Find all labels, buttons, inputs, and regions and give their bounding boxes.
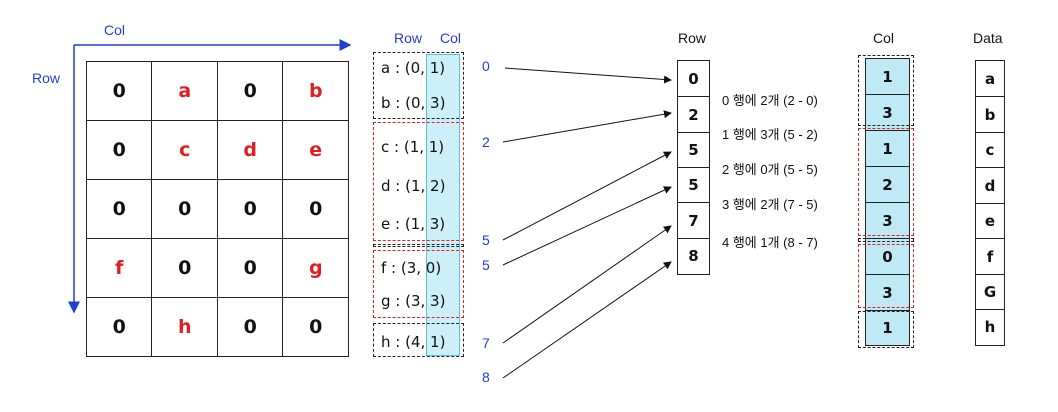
- col-array-cell: 2: [866, 167, 909, 203]
- coord-row-header: Row: [394, 30, 423, 46]
- matrix-cell: 0: [216, 179, 284, 239]
- row-2-group: [373, 244, 464, 247]
- data-array-cell: h: [984, 318, 996, 336]
- row-array-cell: 7: [678, 203, 709, 239]
- row-array-cell: 8: [688, 247, 699, 265]
- matrix-cell: d: [216, 120, 284, 180]
- matrix-cell: b: [282, 61, 349, 121]
- pointer-arrow-0: [504, 67, 672, 84]
- coord-item: g : (3, 3): [381, 292, 446, 310]
- pointer-index: 5: [482, 257, 490, 273]
- data-array-cell: f: [976, 239, 1004, 275]
- matrix-row: f 0 0 g: [85, 238, 349, 298]
- data-array-cell: a: [976, 61, 1004, 97]
- coord-item: h : (4, 1): [381, 333, 446, 351]
- coord-col-header: Col: [440, 30, 462, 46]
- pointer-index: 5: [482, 232, 490, 248]
- pointer-arrow-5: [502, 261, 672, 379]
- row-note: 1 행에 3개 (5 - 2): [722, 127, 818, 142]
- row-0-group: [373, 52, 464, 119]
- col-array-cell: 1: [866, 59, 909, 95]
- row-3-group: [373, 250, 464, 318]
- col-highlight: [426, 54, 460, 356]
- matrix-cell: e: [282, 120, 349, 180]
- row-1-group: [373, 122, 464, 241]
- data-array-cell: c: [976, 133, 1004, 168]
- data-array-header: Data: [973, 30, 1003, 46]
- pointer-arrow-3: [502, 186, 672, 266]
- matrix-row: 0 h 0 0: [85, 297, 349, 357]
- matrix-cell: c: [151, 120, 218, 180]
- sparse-matrix: 0 a 0 b 0 c d e 0 0 0 0 f 0 0 g 0 h 0 0: [85, 61, 349, 357]
- pointer-arrow-4: [502, 225, 672, 344]
- data-array-cell: b: [976, 97, 1004, 133]
- row-4-group: [373, 323, 464, 357]
- row-note: 3 행에 2개 (7 - 5): [722, 197, 818, 212]
- matrix-cell: 0: [85, 120, 153, 180]
- matrix-cell: 0: [151, 238, 218, 298]
- col-array-cell: 1: [866, 131, 909, 167]
- matrix-cell: 0: [85, 61, 153, 121]
- matrix-cell: 0: [85, 179, 153, 239]
- col-array-cell: 3: [866, 275, 909, 311]
- coord-item: e : (1, 3): [381, 215, 446, 233]
- pointer-index: 7: [482, 335, 490, 351]
- col-array-header: Col: [873, 30, 895, 46]
- data-array-cell: d: [976, 168, 1004, 204]
- matrix-cell: 0: [216, 238, 284, 298]
- coord-item: d : (1, 2): [381, 177, 446, 195]
- data-array-cell: G: [976, 275, 1004, 310]
- row-array-header: Row: [678, 30, 707, 46]
- matrix-cell: 0: [216, 61, 284, 121]
- row-array-cell: 5: [678, 133, 709, 168]
- row-array-cell: 5: [678, 168, 709, 203]
- matrix-cell: g: [282, 238, 349, 298]
- matrix-row: 0 c d e: [85, 120, 349, 180]
- data-array: a b c d e f G h: [975, 60, 1005, 346]
- matrix-cell: 0: [151, 179, 218, 239]
- row-array-cell: 2: [678, 97, 709, 133]
- pointer-arrow-1: [502, 110, 672, 143]
- matrix-row: 0 0 0 0: [85, 179, 349, 239]
- pointer-index: 2: [482, 134, 490, 150]
- row-axis-label: Row: [32, 70, 61, 86]
- row-note: 0 행에 2개 (2 - 0): [722, 93, 818, 108]
- col-row-4-group: [858, 311, 914, 348]
- col-axis-label: Col: [104, 22, 126, 38]
- pointer-index: 0: [482, 58, 490, 74]
- matrix-cell: h: [151, 297, 218, 357]
- col-row-3-group: [858, 244, 914, 308]
- data-array-cell: e: [976, 204, 1004, 239]
- matrix-cell: 0: [216, 297, 284, 357]
- coord-item: f : (3, 0): [381, 259, 442, 277]
- pointer-arrow-2: [502, 151, 672, 241]
- row-array: 0 2 5 5 7 8: [677, 60, 710, 275]
- row-array-cell: 0: [678, 61, 709, 97]
- matrix-cell: 0: [282, 179, 349, 239]
- matrix-cell: a: [151, 61, 218, 121]
- coord-item: b : (0, 3): [381, 94, 446, 112]
- matrix-cell: 0: [85, 297, 153, 357]
- matrix-cell: 0: [282, 297, 349, 357]
- col-array-cell: 0: [866, 239, 909, 275]
- coord-item: c : (1, 1): [381, 138, 445, 156]
- col-array: 1 3 1 2 3 0 3 1: [865, 58, 910, 346]
- coord-item: a : (0, 1): [381, 59, 446, 77]
- col-row-2-group: [858, 238, 914, 242]
- row-note: 4 행에 1개 (8 - 7): [722, 235, 818, 250]
- col-row-1-group: [858, 128, 914, 236]
- col-array-cell: 3: [866, 95, 909, 131]
- col-row-0-group: [858, 55, 914, 126]
- col-array-cell: 1: [882, 319, 893, 337]
- matrix-row: 0 a 0 b: [85, 61, 349, 121]
- row-note: 2 행에 0개 (5 - 5): [722, 162, 818, 177]
- pointer-index: 8: [482, 369, 490, 385]
- matrix-cell: f: [85, 238, 153, 298]
